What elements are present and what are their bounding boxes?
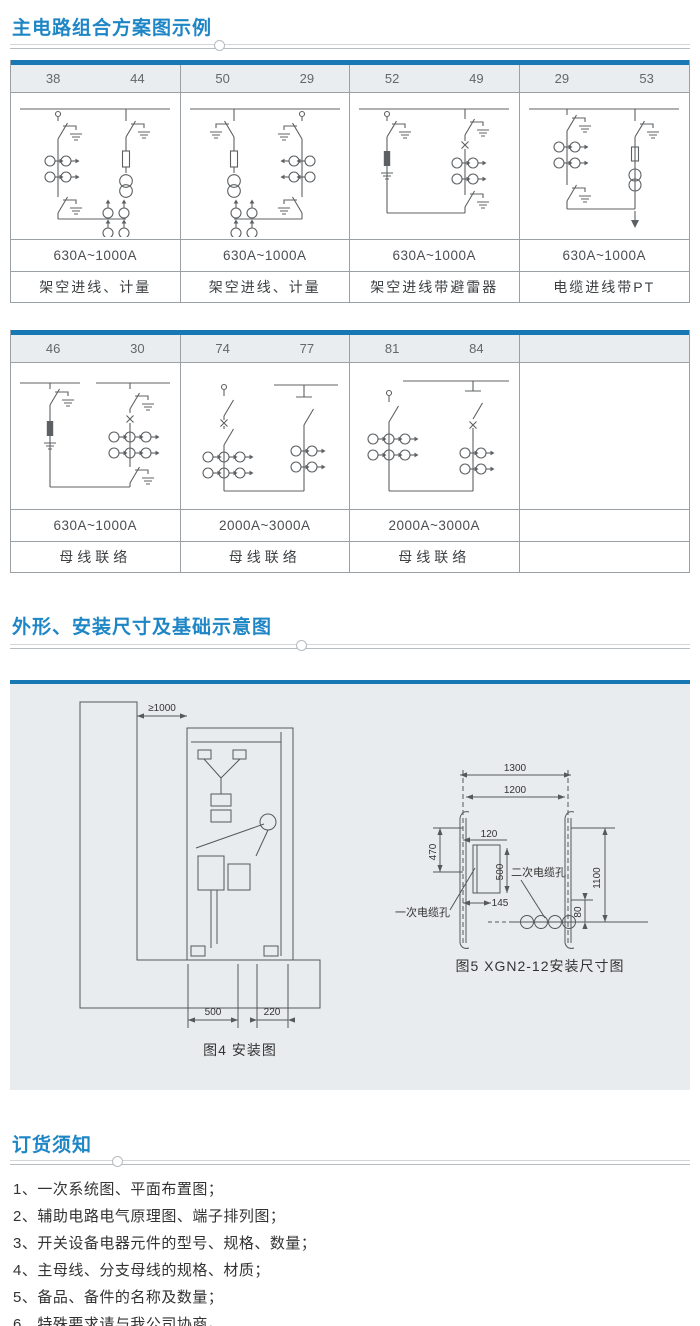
ordering-notes-list: 1、一次系统图、平面布置图； 2、辅助电路电气原理图、端子排列图； 3、开关设备… [13, 1176, 316, 1326]
section-title-schemes: 主电路组合方案图示例 [12, 18, 213, 39]
dim-470: 470 [428, 843, 439, 860]
scheme-code-cell: 38 44 [11, 65, 181, 92]
rating-cell [520, 510, 690, 541]
circuit-diagram-38-44 [11, 93, 181, 239]
scheme-code: 74 [215, 341, 230, 356]
description-cell: 母线联络 [181, 542, 350, 572]
description-cell: 母线联络 [11, 542, 181, 572]
scheme-code: 44 [130, 71, 145, 86]
table-accent-bar [11, 330, 689, 335]
circuit-diagram-empty [520, 363, 690, 509]
scheme-description-row: 架空进线、计量 架空进线、计量 架空进线带避雷器 电缆进线带PT [11, 271, 689, 302]
scheme-code: 49 [469, 71, 484, 86]
description-cell: 电缆进线带PT [553, 279, 656, 295]
description-cell: 母线联络 [350, 542, 520, 572]
scheme-code: 52 [384, 71, 400, 86]
figure5-caption: 图5 XGN2-12安装尺寸图 [455, 958, 625, 974]
scheme-description-row: 母线联络 母线联络 母线联络 [11, 541, 689, 572]
description-cell: 架空进线、计量 [11, 272, 181, 302]
scheme-code: 50 [215, 71, 230, 86]
circuit-diagram-50-29 [181, 93, 350, 239]
scheme-code-cell: 50 29 [181, 65, 350, 92]
section-title-installation: 外形、安装尺寸及基础示意图 [12, 617, 273, 638]
dim-channel-220: 220 [264, 1007, 281, 1018]
circuit-diagram-52-49 [350, 93, 520, 239]
divider-knob-icon [214, 40, 225, 51]
scheme-code-cell: 52 49 [350, 65, 520, 92]
scheme-code-cell: 81 84 [350, 335, 520, 362]
scheme-code: 38 [45, 71, 61, 86]
section-title-ordering: 订货须知 [12, 1135, 93, 1156]
figure5-dimension-drawing: 1300 1200 470 120 500 145 一次电缆孔 二次电缆孔 11… [395, 763, 648, 949]
divider-knob-icon [296, 640, 307, 651]
description-cell: 架空进线、计量 [181, 272, 350, 302]
circuit-diagram-29-53 [520, 93, 690, 239]
divider-knob-icon [112, 1156, 123, 1167]
circuit-diagram-81-84 [350, 363, 520, 509]
section-divider [10, 1156, 690, 1167]
scheme-code: 84 [469, 341, 484, 356]
rating-cell: 630A~1000A [11, 510, 181, 541]
scheme-rating-row: 630A~1000A 630A~1000A 630A~1000A 630A~10… [11, 239, 689, 271]
circuit-diagram-46-30 [11, 363, 181, 509]
dim-1200: 1200 [504, 785, 527, 796]
installation-panel [10, 680, 690, 1090]
scheme-code-cell: 46 30 [11, 335, 181, 362]
table-accent-bar [11, 60, 689, 65]
rating-cell: 630A~1000A [11, 240, 181, 271]
section-divider [10, 640, 690, 651]
dim-1100: 1100 [592, 867, 603, 889]
figure4-installation-drawing: ≥1000 500 220 [79, 701, 321, 1028]
rating-cell: 2000A~3000A [350, 510, 520, 541]
scheme-code-cell: 29 53 [520, 65, 690, 92]
dim-1300: 1300 [504, 763, 527, 774]
ordering-note-item: 2、辅助电路电气原理图、端子排列图； [13, 1208, 286, 1225]
scheme-code: 29 [554, 71, 570, 86]
description-cell: 架空进线带避雷器 [350, 272, 520, 302]
figure4-caption: 图4 安装图 [203, 1042, 277, 1058]
dim-depth-500: 500 [205, 1007, 222, 1018]
ordering-note-item: 6、特殊要求请与我公司协商。 [13, 1316, 224, 1326]
scheme-table-2: 46 30 74 77 81 84 [10, 330, 690, 573]
description-cell [520, 542, 690, 572]
ordering-note-item: 3、开关设备电器元件的型号、规格、数量； [13, 1235, 317, 1252]
circuit-diagram-74-77 [181, 363, 350, 509]
scheme-code: 30 [130, 341, 145, 356]
dim-wall-clearance: ≥1000 [148, 703, 176, 714]
scheme-code: 46 [45, 341, 61, 356]
ordering-note-item: 4、主母线、分支母线的规格、材质； [13, 1262, 270, 1279]
scheme-code: 77 [299, 341, 315, 356]
rating-cell: 630A~1000A [181, 240, 350, 271]
dim-120: 120 [481, 829, 498, 840]
dim-500: 500 [495, 863, 506, 880]
label-primary-cable-hole: 一次电缆孔 [395, 905, 450, 919]
section-divider [10, 40, 690, 51]
scheme-table-1: 38 44 50 29 52 49 29 53 [10, 60, 690, 303]
ordering-note-item: 1、一次系统图、平面布置图； [13, 1181, 224, 1198]
ordering-note-item: 5、备品、备件的名称及数量； [13, 1289, 224, 1306]
scheme-diagrams-row [11, 93, 689, 239]
scheme-code: 29 [299, 71, 315, 86]
rating-cell: 2000A~3000A [181, 510, 350, 541]
rating-cell: 630A~1000A [562, 248, 646, 263]
rating-cell: 630A~1000A [350, 240, 520, 271]
label-secondary-cable-hole: 二次电缆孔 [511, 865, 566, 879]
scheme-codes-row: 38 44 50 29 52 49 29 53 [11, 65, 689, 93]
dim-145: 145 [492, 898, 509, 909]
scheme-code: 53 [639, 71, 654, 86]
scheme-code-cell: 74 77 [181, 335, 350, 362]
scheme-diagrams-row [11, 363, 689, 509]
dim-80: 80 [573, 906, 584, 918]
scheme-codes-row: 46 30 74 77 81 84 [11, 335, 689, 363]
scheme-code-cell [520, 335, 690, 362]
scheme-code: 81 [384, 341, 400, 356]
scheme-rating-row: 630A~1000A 2000A~3000A 2000A~3000A [11, 509, 689, 541]
